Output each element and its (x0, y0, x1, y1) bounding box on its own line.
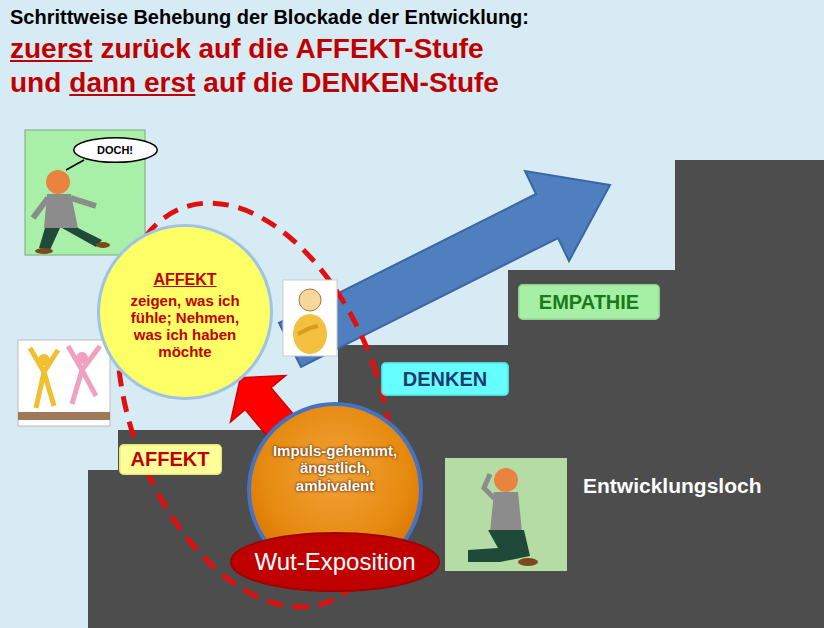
heading-row: zuerstzurück auf die AFFEKT-Stufe (10, 33, 529, 65)
ellipse-node: DOCH! (73, 137, 158, 163)
heading-line: auf die DENKEN-Stufe (203, 67, 499, 99)
man-head (494, 468, 518, 492)
person-head (299, 289, 321, 311)
heading-line: und (10, 67, 61, 99)
man-head (46, 170, 70, 194)
man-shoe (96, 242, 110, 248)
heading-line: zurück auf die AFFEKT-Stufe (100, 33, 483, 65)
title-text: Schrittweise Behebung der Blockade der E… (10, 6, 529, 29)
man-arm (33, 198, 48, 218)
node-heading: Impuls-gehemmt, ängstlich, ambivalent (260, 442, 410, 494)
ellipse-outline (231, 533, 439, 591)
box-outline (119, 444, 221, 474)
heading-row: unddann erstauf die DENKEN-Stufe (10, 67, 529, 99)
man-shoe (35, 248, 53, 254)
step-box: AFFEKT (119, 444, 222, 475)
circle-node: AFFEKT zeigen, was ich fühle; Nehmen, was… (97, 224, 273, 400)
man-legs (468, 530, 530, 562)
ellipse-node: Wut-Exposition (230, 532, 440, 592)
node-heading: DENKEN (403, 368, 487, 391)
step-box: DENKEN (381, 362, 509, 396)
node-heading: DOCH! (97, 144, 133, 157)
staircase (88, 160, 824, 628)
node-text: Wut-Exposition (255, 548, 416, 576)
dancer-body (36, 372, 54, 408)
growth-arrow (279, 171, 610, 367)
dancer-arms (68, 346, 100, 370)
ellipse-outline (73, 138, 157, 163)
circle-outline (249, 404, 421, 576)
dancers-panel (18, 340, 110, 426)
node-text: AFFEKT zeigen, was ich fühle; Nehmen, was… (123, 271, 247, 360)
circle-outline (99, 226, 272, 399)
person-body (293, 314, 327, 354)
dancer-body (72, 370, 96, 404)
man-shoe (518, 558, 538, 566)
node-heading: AFFEKT (123, 271, 247, 289)
man-leg (39, 228, 60, 250)
node-text: AFFEKT (131, 448, 210, 471)
man-arm (71, 198, 96, 206)
node-text: DENKEN (403, 368, 487, 391)
heart-person-panel (283, 280, 337, 356)
node-heading: AFFEKT (131, 448, 210, 471)
node-heading: EMPATHIE (539, 291, 639, 314)
man-leg (62, 228, 102, 247)
node-body: zeigen, was ich fühle; Nehmen, was ich h… (123, 292, 247, 361)
box-outline (382, 363, 509, 396)
dancer-arms (30, 348, 58, 372)
step-label: Entwicklungsloch (583, 474, 762, 498)
node-text: EMPATHIE (539, 291, 639, 314)
floor (18, 412, 110, 420)
man-arm (484, 474, 496, 500)
heading-block: Schrittweise Behebung der Blockade der E… (10, 6, 529, 99)
person-hand (298, 326, 318, 334)
step-box: EMPATHIE (518, 284, 660, 320)
node-text: DOCH! (97, 144, 133, 157)
box-outline (519, 285, 660, 320)
heading-line: zuerst (10, 33, 92, 65)
heading-line: dann erst (69, 67, 195, 99)
kneeling-man-panel (445, 458, 567, 571)
node-heading: Wut-Exposition (255, 548, 416, 576)
bubble-tail (66, 160, 84, 170)
node-text: Impuls-gehemmt, ängstlich, ambivalent (260, 442, 410, 494)
